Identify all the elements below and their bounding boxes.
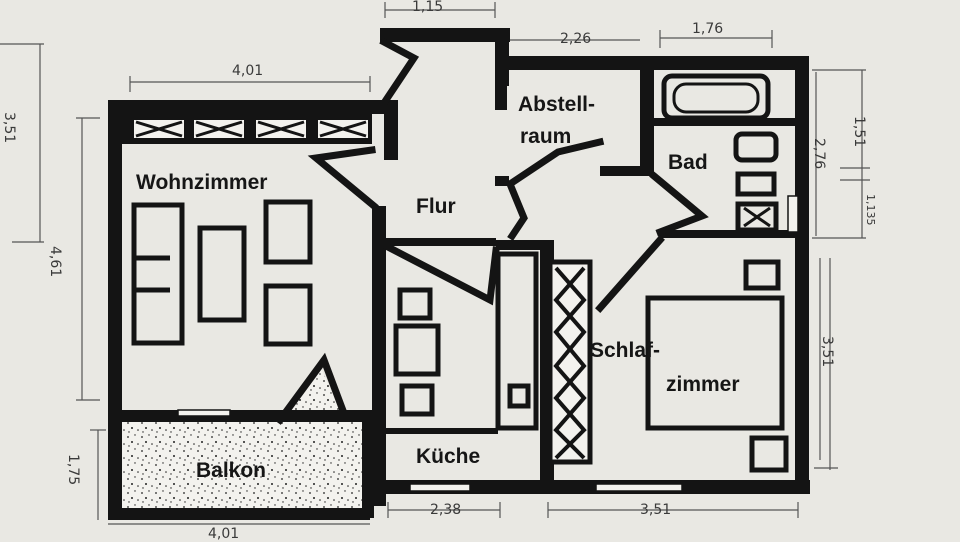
dim-bad-width: 1,76 [692,21,724,37]
armchair-lower [263,283,313,347]
dim-schlafzimmer-width: 3,51 [640,502,672,518]
schlafzimmer-furniture [645,259,789,473]
dim-right-small: 1,135 [864,194,877,226]
bad-fixtures [661,73,779,233]
nightstand-bottom [749,435,789,473]
dim-kueche-width: 2,38 [430,502,462,518]
dim-wohnzimmer-width: 4,01 [232,63,264,79]
room-label-bad: Bad [668,151,708,174]
nightstand-top [743,259,781,291]
dim-abstellraum-width: 2,26 [560,31,592,47]
armchair-upper [263,199,313,265]
bathtub [661,73,771,121]
room-label-balkon: Balkon [196,459,267,482]
coffee-table [197,225,247,323]
room-label-kueche: Küche [416,445,481,468]
washbasin [733,131,779,163]
bed [645,295,785,431]
room-label-schlafzimmer-line2: zimmer [666,373,740,396]
washing-machine [735,201,779,233]
interior-partitions [275,37,709,425]
cooktop [397,287,433,321]
dimension-lines [0,2,870,525]
room-label-abstellraum-line2: raum [520,125,572,148]
balkon-stairs-fill [280,366,362,422]
sink [393,323,441,377]
dim-balkon-depth: 1,75 [65,454,81,486]
wardrobe [547,259,593,465]
dim-top-door: 1,15 [412,0,444,15]
sofa [131,202,185,346]
wohnzimmer-window-band [122,114,372,144]
room-label-flur: Flur [416,195,456,218]
room-label-wohnzimmer: Wohnzimmer [136,171,268,194]
room-label-abstellraum-line1: Abstell- [518,93,596,116]
dim-right-upper: 2,76 [811,138,827,170]
toilet [735,171,777,197]
windows [177,195,799,492]
kueche-fixtures [393,251,539,431]
wohnzimmer-furniture [131,199,313,347]
dim-left-lower: 4,61 [47,246,63,278]
dim-right-bad: 1,51 [851,116,867,148]
balkon-floor [122,422,362,514]
dim-left-upper: 3,51 [1,112,17,144]
dim-bottom-left: 4,01 [208,526,240,542]
radiator-kueche [507,383,531,409]
fridge [399,383,435,417]
room-label-schlafzimmer-line1: Schlaf- [590,339,661,362]
dim-right-lower: 3,51 [819,336,835,368]
